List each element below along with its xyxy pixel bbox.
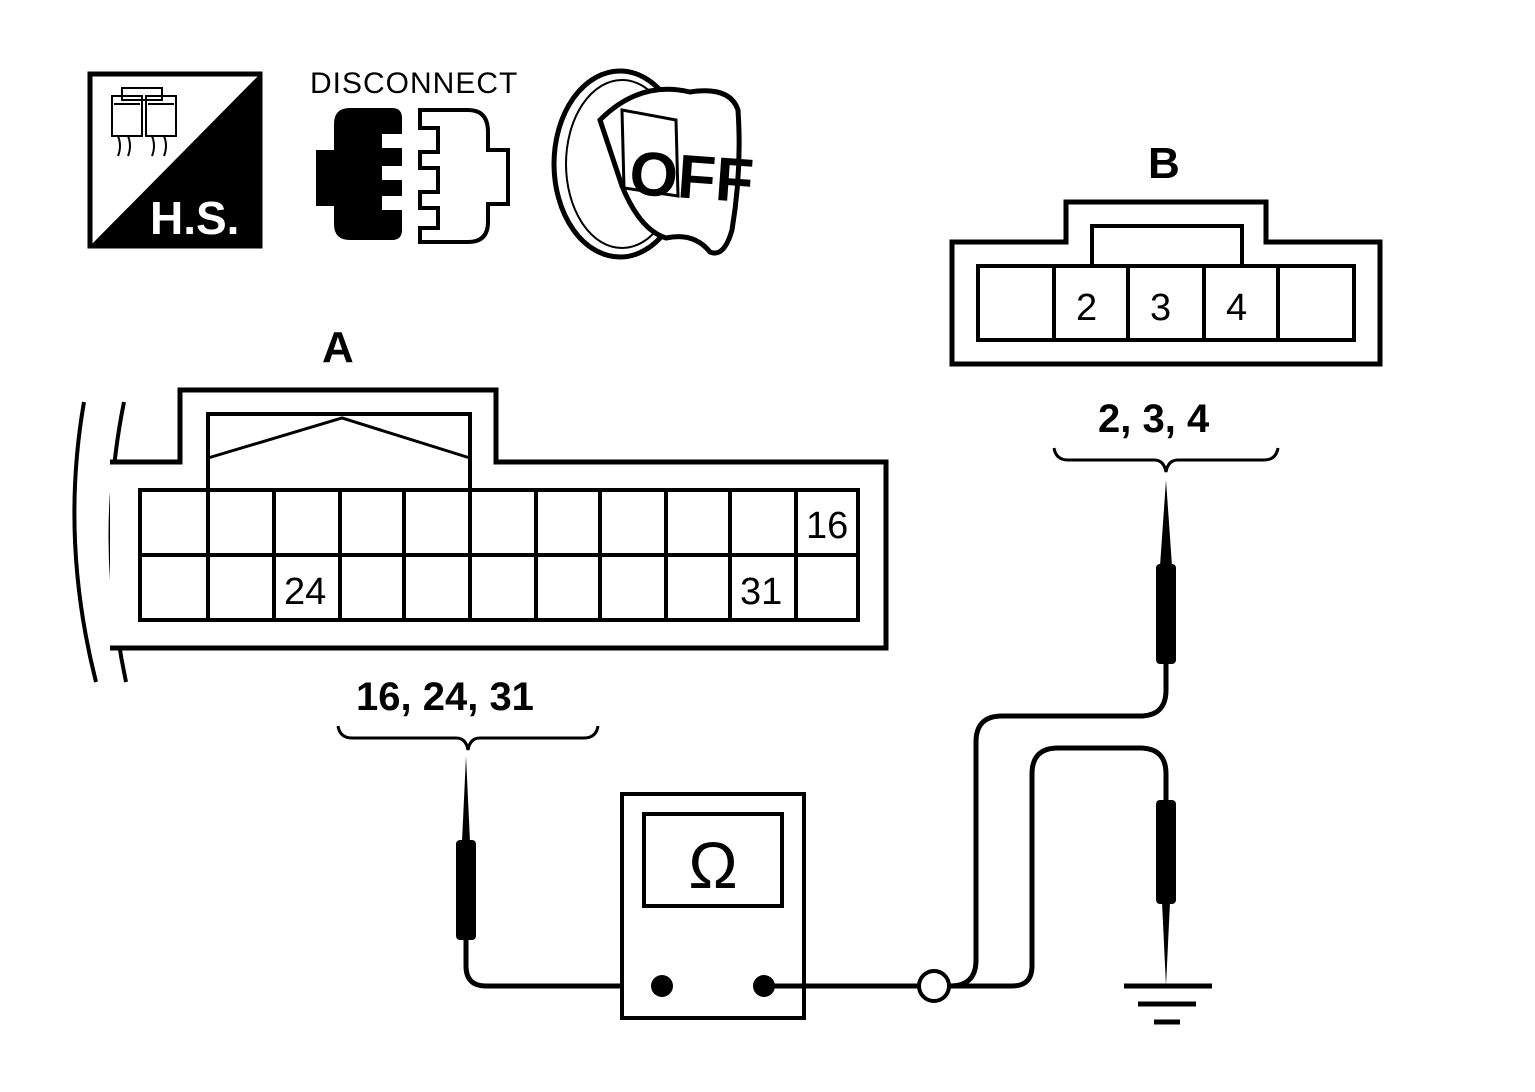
probe-ground xyxy=(950,745,1176,989)
pin-24-label: 24 xyxy=(284,571,326,613)
ohm-symbol: Ω xyxy=(688,828,737,902)
ignition-icon-text: OFF xyxy=(627,139,755,216)
pin-2-label: 2 xyxy=(1076,287,1097,329)
connector-b: B 2 3 4 2, 3, 4 xyxy=(949,139,1383,473)
disconnect-icon: DISCONNECT xyxy=(310,67,518,244)
probe-a xyxy=(456,756,662,989)
disconnect-icon-text: DISCONNECT xyxy=(310,67,518,100)
probe-b xyxy=(949,480,1176,989)
pin-16-label: 16 xyxy=(806,505,848,547)
meter-terminal-left xyxy=(651,975,673,997)
ground-symbol xyxy=(1124,983,1212,1025)
junction-node xyxy=(917,969,951,1003)
harness-connector-icon: H.S. xyxy=(87,71,263,249)
harness-icon-text: H.S. xyxy=(150,192,239,244)
ignition-off-icon: OFF xyxy=(551,68,756,260)
connector-a-terminals-label: 16, 24, 31 xyxy=(356,675,534,719)
connector-a: A 16 24 31 16, 24, 31 xyxy=(72,323,889,751)
connector-b-terminals-label: 2, 3, 4 xyxy=(1098,397,1210,441)
pin-3-label: 3 xyxy=(1150,287,1171,329)
pin-4-label: 4 xyxy=(1226,287,1247,329)
ohmmeter: Ω xyxy=(620,792,951,1020)
pin-31-label: 31 xyxy=(740,571,782,613)
connector-b-label: B xyxy=(1148,139,1180,188)
connector-a-label: A xyxy=(322,323,354,372)
